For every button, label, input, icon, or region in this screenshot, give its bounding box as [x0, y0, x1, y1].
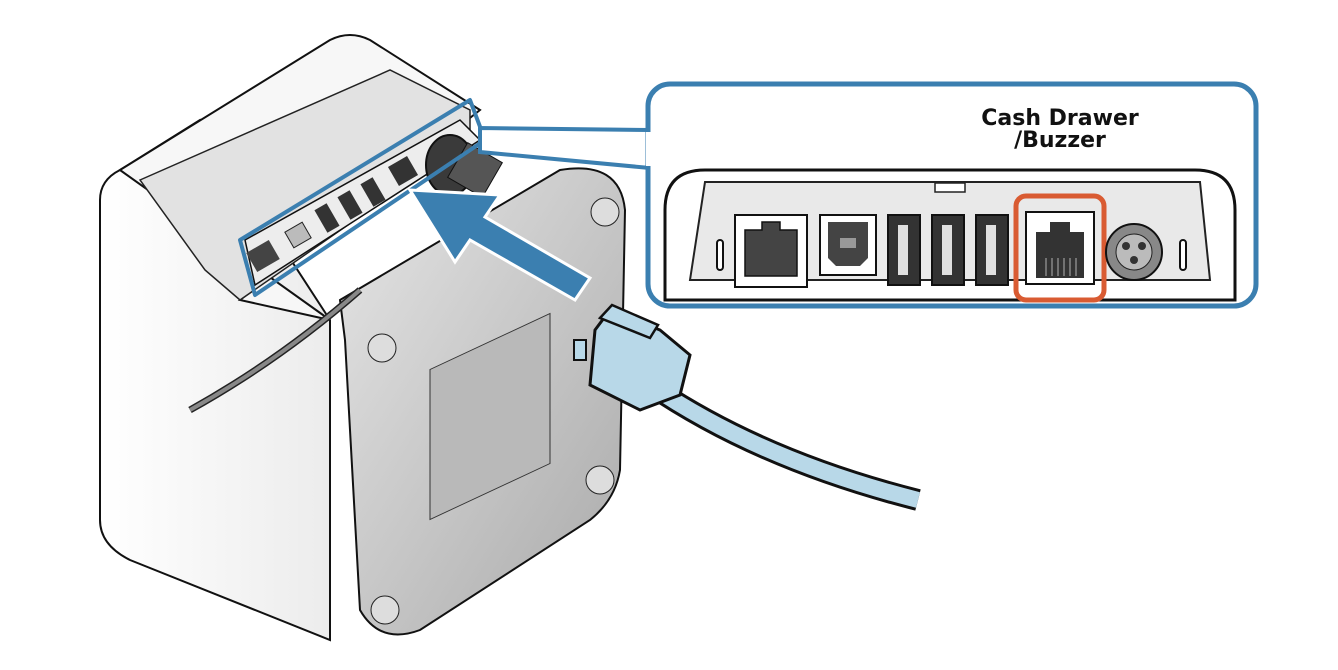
modular-plug: [573, 303, 921, 511]
port-callout: [478, 81, 1259, 309]
closeup-usb-b-port: [819, 214, 877, 276]
closeup-dc-power-port: [1105, 223, 1163, 281]
closeup-usb-a-port: [975, 214, 1009, 286]
foot: [367, 333, 397, 363]
foot: [370, 595, 400, 625]
closeup-usb-a-port: [887, 214, 921, 286]
cash-drawer-label-line1: Cash Drawer: [981, 106, 1139, 131]
panel-latch: [716, 239, 724, 271]
cash-drawer-highlight: [1013, 193, 1107, 303]
cash-drawer-label-line2: /Buzzer: [1014, 128, 1106, 153]
printer: [99, 34, 627, 642]
panel-latch: [1179, 239, 1187, 271]
body-ports: [246, 155, 419, 273]
foot: [590, 197, 620, 227]
insert-arrow: [407, 188, 593, 302]
closeup-cash-drawer-port: [1025, 211, 1095, 285]
closeup-lan-port: [734, 214, 808, 288]
foot: [585, 465, 615, 495]
callout-pointer: [478, 125, 651, 170]
bottom-label-plate: [429, 312, 551, 521]
closeup-usb-a-port: [931, 214, 965, 286]
cash-drawer-label: Cash Drawer /Buzzer: [930, 108, 1190, 152]
